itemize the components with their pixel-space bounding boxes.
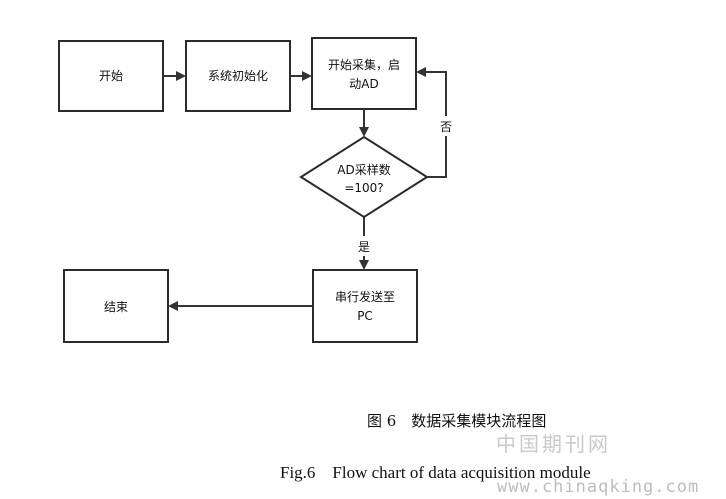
yes-label-background	[356, 236, 372, 256]
acquire-node	[311, 37, 417, 110]
no-label-background	[438, 116, 454, 136]
init-node-label: 系统初始化	[208, 69, 268, 83]
start-node	[58, 40, 164, 112]
arrowhead-start-to-init	[176, 71, 186, 81]
arrowhead-send-to-end	[168, 301, 178, 311]
decision-node	[299, 135, 429, 219]
start-node-label: 开始	[99, 69, 123, 83]
send-node-label-line1: 串行发送至	[335, 289, 395, 304]
watermark-url: www.chinaqking.com	[497, 477, 700, 497]
decision-node-label-line1: AD采样数	[337, 162, 390, 177]
yes-label: 是	[358, 240, 370, 254]
arrowhead-acquire-to-decision	[359, 127, 369, 137]
decision-node-label-line2: =100?	[344, 181, 383, 195]
end-node	[63, 269, 169, 343]
send-node	[312, 269, 418, 343]
end-node-label: 结束	[104, 300, 128, 314]
watermark-site-name: 中国期刊网	[496, 432, 611, 456]
arrowhead-init-to-acquire	[302, 71, 312, 81]
no-label: 否	[440, 120, 452, 134]
init-node	[185, 40, 291, 112]
figure-caption-english: Fig.6 Flow chart of data acquisition mod…	[280, 463, 591, 482]
arrowhead-decision-no-loop	[416, 67, 426, 77]
flowchart: 开始 系统初始化 开始采集，启 动AD AD采样数 =100? 串行发送至 PC…	[58, 37, 454, 343]
send-node-label-line2: PC	[357, 309, 373, 323]
acquire-node-label-line1: 开始采集，启	[328, 57, 400, 72]
figure-caption-chinese: 图 6 数据采集模块流程图	[367, 412, 547, 430]
acquire-node-label-line2: 动AD	[349, 77, 378, 91]
arrowhead-decision-yes	[359, 260, 369, 270]
